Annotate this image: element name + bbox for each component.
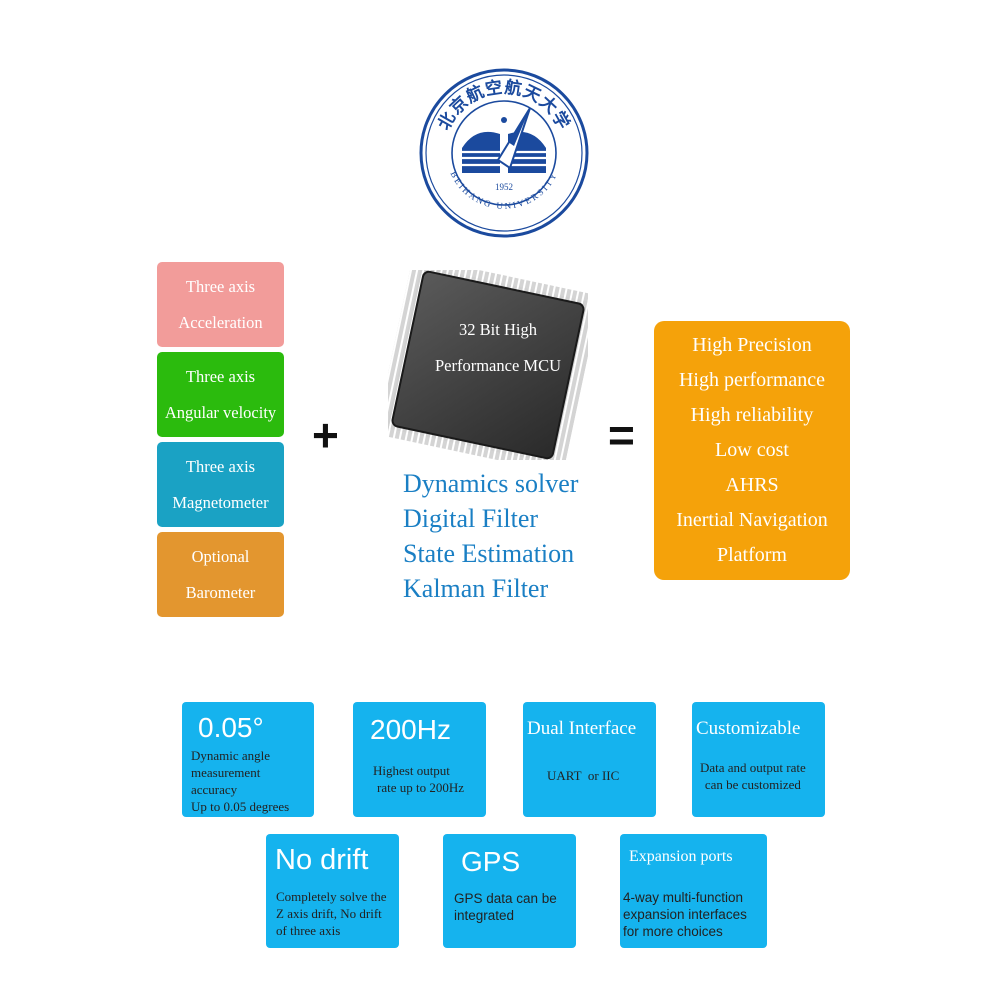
feature-title: Dual Interface — [527, 718, 637, 739]
feature-description: Data and output rate can be customized — [700, 760, 806, 792]
result-item: AHRS — [725, 474, 779, 496]
feature-tile-no-drift: No drift Completely solve the Z axis dri… — [266, 834, 399, 948]
feature-title: Customizable — [696, 718, 801, 739]
feature-tile-customizable: Customizable Data and output rate can be… — [692, 702, 825, 817]
chip-label-line1: 32 Bit High — [459, 320, 537, 339]
feature-tile-gps: GPS GPS data can be integrated — [443, 834, 576, 948]
feature-description: 4-way multi-function expansion interface… — [623, 890, 747, 939]
plus-sign: + — [312, 409, 339, 461]
algorithm-item: Kalman Filter — [403, 574, 549, 603]
equals-sign: = — [608, 409, 635, 461]
feature-description: GPS data can be integrated — [454, 891, 557, 923]
sensor-line2: Acceleration — [178, 312, 263, 332]
result-item: Low cost — [715, 439, 789, 461]
feature-title: GPS — [461, 846, 521, 877]
chip-label-line2: Performance MCU — [434, 356, 561, 375]
feature-tile-dual-interface: Dual Interface UART or IIC — [523, 702, 656, 817]
logo-emblem-icon — [462, 107, 546, 173]
feature-tile-expansion-ports: Expansion ports 4-way multi-function exp… — [620, 834, 767, 948]
feature-tile-accuracy: 0.05° Dynamic angle measurement accuracy… — [182, 702, 314, 817]
feature-title: Expansion ports — [629, 848, 733, 865]
logo-year: 1952 — [495, 182, 513, 192]
sensor-barometer: Optional Barometer — [157, 532, 284, 617]
result-item: High reliability — [690, 404, 814, 426]
sensor-line1: Three axis — [185, 366, 256, 386]
algorithm-item: Dynamics solver — [403, 469, 579, 498]
sensor-angular-velocity: Three axis Angular velocity — [157, 352, 284, 437]
algorithm-item: Digital Filter — [403, 504, 539, 533]
result-item: Inertial Navigation — [676, 509, 828, 531]
sensor-line2: Barometer — [185, 582, 256, 602]
algorithm-item: State Estimation — [403, 539, 575, 568]
sensor-line1: Optional — [191, 546, 250, 566]
sensor-line2: Angular velocity — [164, 402, 277, 422]
algorithm-list: Dynamics solver Digital Filter State Est… — [403, 466, 578, 606]
feature-description: Highest output rate up to 200Hz — [373, 763, 465, 795]
chip-label: 32 Bit High Performance MCU — [408, 312, 588, 384]
feature-title: 0.05° — [198, 712, 264, 743]
result-item: Platform — [717, 544, 787, 566]
feature-description: UART or IIC — [547, 768, 620, 783]
result-item: High performance — [678, 369, 826, 391]
sensor-line1: Three axis — [185, 456, 256, 476]
sensor-acceleration: Three axis Acceleration — [157, 262, 284, 347]
feature-tile-output-rate: 200Hz Highest output rate up to 200Hz — [353, 702, 486, 817]
result-box: High Precision High performance High rel… — [654, 321, 850, 580]
mcu-chip-icon — [388, 270, 588, 460]
sensor-magnetometer: Three axis Magnetometer — [157, 442, 284, 527]
feature-description: Completely solve the Z axis drift, No dr… — [276, 889, 387, 938]
sensor-line2: Magnetometer — [172, 492, 269, 512]
feature-title: No drift — [275, 844, 369, 876]
sensor-line1: Three axis — [185, 276, 256, 296]
beihang-university-logo: 北京航空航天大学 BEIHANG UNIVERSITY 1952 — [419, 68, 589, 238]
feature-title: 200Hz — [370, 714, 451, 745]
feature-description: Dynamic angle measurement accuracy Up to… — [191, 748, 290, 814]
result-item: High Precision — [692, 334, 812, 356]
